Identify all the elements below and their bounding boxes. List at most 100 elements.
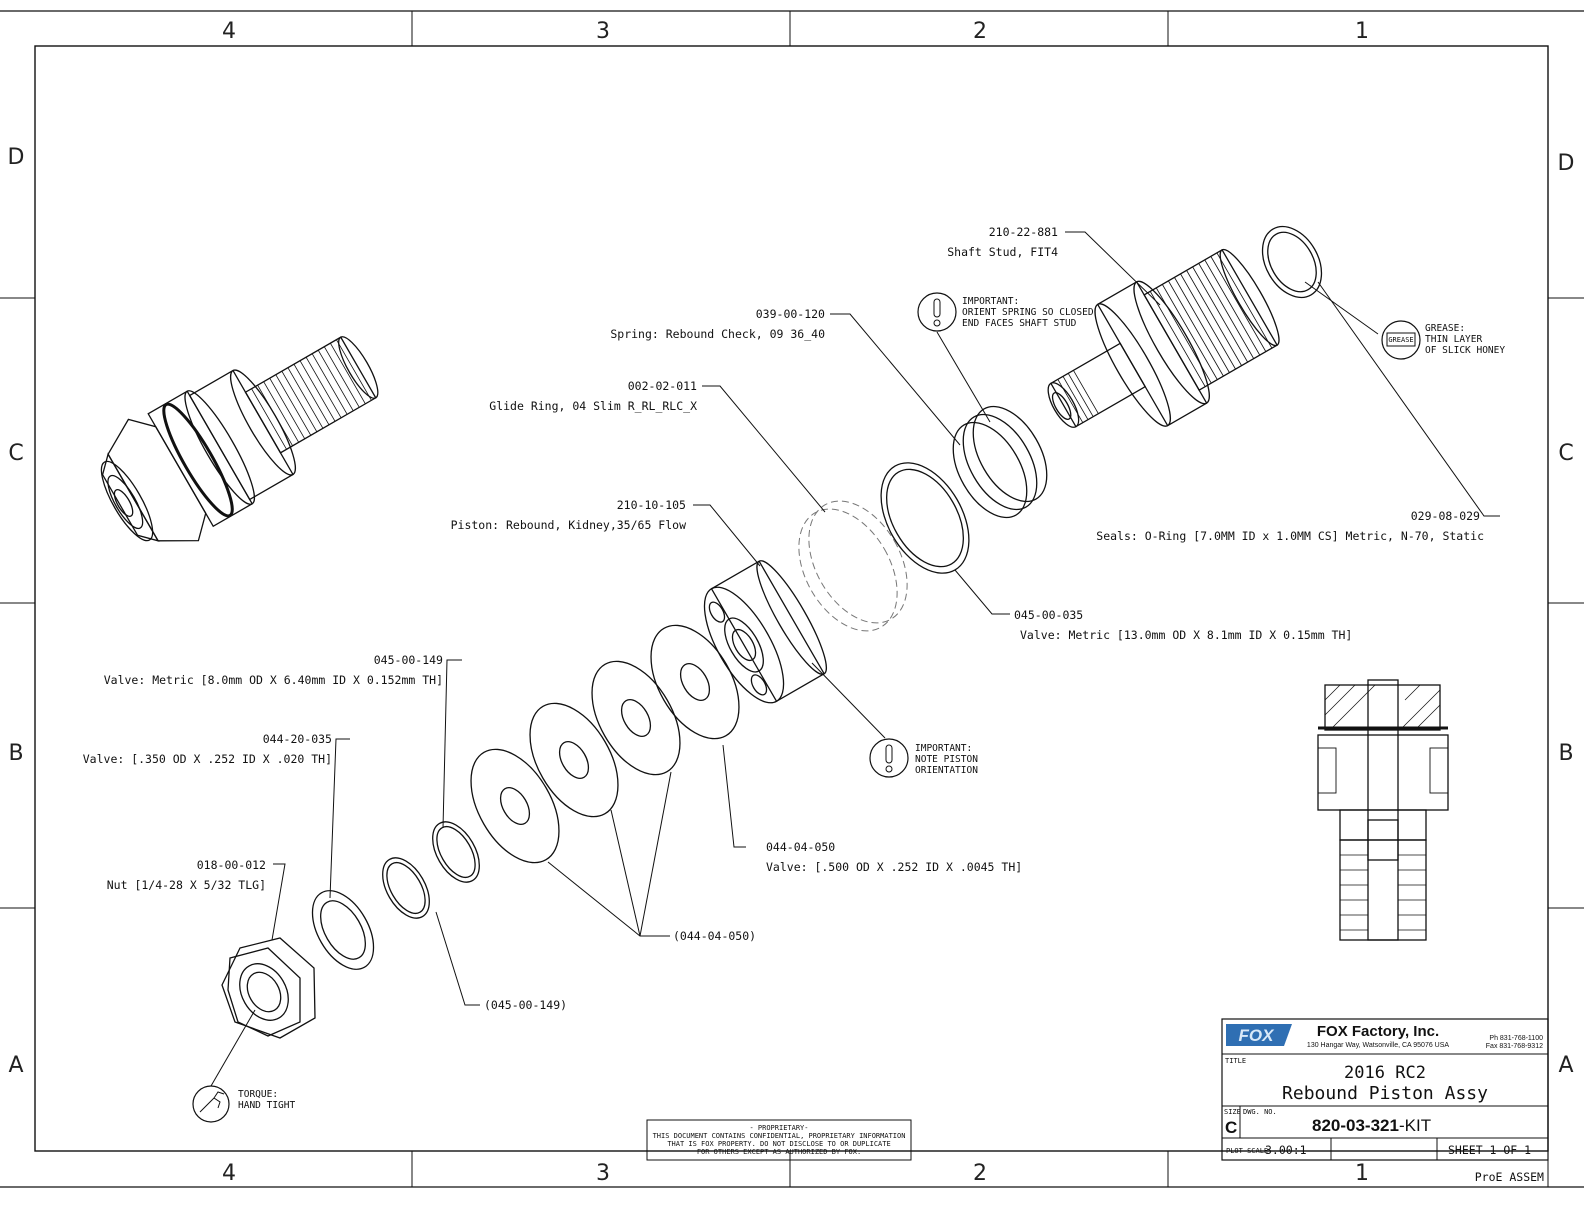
part-number: 002-02-011 <box>628 379 697 393</box>
zone-row-right: A <box>1558 1053 1573 1078</box>
company-name: FOX Factory, Inc. <box>1317 1023 1439 1040</box>
note-torque: TORQUE: HAND TIGHT <box>192 1085 295 1123</box>
grease-icon <box>1381 320 1421 360</box>
svg-text:NOTE PISTON: NOTE PISTON <box>915 754 978 765</box>
valve-350-part <box>311 890 375 970</box>
sheet-number: SHEET 1 OF 1 <box>1448 1143 1531 1157</box>
part-number: 039-00-120 <box>756 307 825 321</box>
svg-text:IMPORTANT:: IMPORTANT: <box>962 296 1019 307</box>
part-description: Valve: Metric [13.0mm OD X 8.1mm ID X 0.… <box>1020 628 1352 642</box>
warning-icon <box>917 292 957 332</box>
zone-row-right: C <box>1558 441 1573 466</box>
footer-note: ProE ASSEM <box>1475 1170 1544 1184</box>
part-number: 210-10-105 <box>617 498 686 512</box>
svg-text:FOX: FOX <box>1239 1026 1276 1045</box>
callout-valve-350: 044-20-035 Valve: [.350 OD X .252 ID X .… <box>83 732 332 766</box>
glide-ring-part <box>798 500 908 632</box>
title-label: TITLE <box>1225 1057 1246 1065</box>
part-description: Valve: Metric [8.0mm OD X 6.40mm ID X 0.… <box>104 673 443 687</box>
zone-row-left: B <box>8 741 23 766</box>
svg-text:ORIENT SPRING SO CLOSED: ORIENT SPRING SO CLOSED <box>962 307 1094 318</box>
part-description: Shaft Stud, FIT4 <box>947 245 1058 259</box>
svg-text:IMPORTANT:: IMPORTANT: <box>915 743 972 754</box>
dwg-label: DWG. NO. <box>1243 1108 1277 1116</box>
zone-col-top: 1 <box>1355 19 1369 44</box>
zone-row-left: C <box>8 441 23 466</box>
dwg-number: 820-03-321-KIT <box>1312 1116 1431 1135</box>
zone-col-top: 4 <box>222 19 236 44</box>
zone-col-bottom: 2 <box>973 1161 987 1186</box>
svg-text:THAT IS FOX PROPERTY. DO NOT: THAT IS FOX PROPERTY. DO NOT DISCLOSE TO… <box>667 1140 890 1148</box>
zone-col-bottom: 1 <box>1355 1161 1369 1186</box>
zone-col-top: 3 <box>596 19 610 44</box>
part-description: Seals: O-Ring [7.0MM ID x 1.0MM CS] Metr… <box>1096 529 1484 543</box>
valve-500-stack <box>470 624 740 864</box>
company-address: 130 Hangar Way, Watsonville, CA 95076 US… <box>1307 1042 1449 1049</box>
callout-oring: 029-08-029 Seals: O-Ring [7.0MM ID x 1.0… <box>1096 509 1484 543</box>
zone-col-bottom: 4 <box>222 1161 236 1186</box>
svg-text:TORQUE:: TORQUE: <box>238 1089 278 1100</box>
title-line-2: Rebound Piston Assy <box>1282 1083 1488 1104</box>
callout-nut: 018-00-012 Nut [1/4-28 X 5/32 TLG] <box>107 858 266 892</box>
note-piston-orientation: IMPORTANT: NOTE PISTON ORIENTATION <box>869 738 978 778</box>
part-description: Valve: [.500 OD X .252 ID X .0045 TH] <box>766 860 1022 874</box>
drawing-border <box>0 10 1584 1188</box>
part-description: Nut [1/4-28 X 5/32 TLG] <box>107 878 266 892</box>
shaft-stud-part <box>1047 248 1280 428</box>
part-number: 029-08-029 <box>1411 509 1480 523</box>
part-description: Piston: Rebound, Kidney,35/65 Flow <box>451 518 686 532</box>
zone-row-right: D <box>1558 151 1575 176</box>
svg-text:GREASE: GREASE <box>1388 336 1413 344</box>
svg-text:THIN LAYER: THIN LAYER <box>1425 334 1482 345</box>
proprietary-notice: - PROPRIETARY- THIS DOCUMENT CONTAINS CO… <box>646 1119 912 1161</box>
part-number: 045-00-035 <box>1014 608 1083 622</box>
callout-valve-8: 045-00-149 Valve: Metric [8.0mm OD X 6.4… <box>104 653 443 687</box>
callout-valve-13: 045-00-035 Valve: Metric [13.0mm OD X 8.… <box>1014 608 1352 642</box>
part-number: 044-20-035 <box>263 732 332 746</box>
svg-text:OF SLICK HONEY: OF SLICK HONEY <box>1425 345 1505 356</box>
wrench-icon <box>192 1085 230 1123</box>
valve-8-part <box>382 821 480 919</box>
part-description: Spring: Rebound Check, 09 36_40 <box>610 327 825 341</box>
part-number: 044-04-050 <box>766 840 835 854</box>
zone-labels: 4 3 2 1 4 3 2 1 D C B A D C B A <box>8 19 1575 1186</box>
size-label: SIZE <box>1224 1108 1241 1116</box>
company-fax: Fax 831-768-9312 <box>1486 1043 1543 1050</box>
zone-row-left: D <box>8 145 25 170</box>
fox-logo: FOX <box>1226 1024 1292 1046</box>
spring-part <box>952 405 1048 519</box>
size-value: C <box>1225 1118 1237 1137</box>
svg-text:ORIENTATION: ORIENTATION <box>915 765 978 776</box>
note-spring-orientation: IMPORTANT: ORIENT SPRING SO CLOSED END F… <box>917 292 1094 332</box>
oring-part <box>1261 225 1323 299</box>
svg-text:END FACES SHAFT STUD: END FACES SHAFT STUD <box>962 318 1077 329</box>
callout-shaft-stud: 210-22-881 Shaft Stud, FIT4 <box>947 225 1058 259</box>
callout-spring: 039-00-120 Spring: Rebound Check, 09 36_… <box>610 307 825 341</box>
svg-text:HAND TIGHT: HAND TIGHT <box>238 1100 295 1111</box>
callout-valve-500: 044-04-050 Valve: [.500 OD X .252 ID X .… <box>766 840 1022 874</box>
warning-icon <box>869 738 909 778</box>
zone-col-bottom: 3 <box>596 1161 610 1186</box>
svg-text:GREASE:: GREASE: <box>1425 323 1465 334</box>
title-line-1: 2016 RC2 <box>1344 1063 1426 1083</box>
part-number: 018-00-012 <box>197 858 266 872</box>
callout-piston: 210-10-105 Piston: Rebound, Kidney,35/65… <box>451 498 686 532</box>
plot-scale-value: 3.00:1 <box>1265 1143 1307 1157</box>
title-block: FOX FOX Factory, Inc. 130 Hangar Way, Wa… <box>1221 1018 1549 1187</box>
part-number: 045-00-149 <box>374 653 443 667</box>
oring-part <box>1267 231 1317 293</box>
section-view <box>1317 679 1449 941</box>
plot-scale-label: PLOT SCALE <box>1226 1147 1268 1155</box>
valve-13-part <box>880 462 970 574</box>
svg-text:THIS DOCUMENT CONTAINS CONFIDE: THIS DOCUMENT CONTAINS CONFIDENTIAL, PRO… <box>653 1132 906 1140</box>
exploded-view <box>221 225 1323 1039</box>
svg-text:- PROPRIETARY-: - PROPRIETARY- <box>749 1124 808 1132</box>
part-number: 210-22-881 <box>989 225 1058 239</box>
callout-glide-ring: 002-02-011 Glide Ring, 04 Slim R_RL_RLC_… <box>489 379 697 413</box>
zone-row-left: A <box>8 1053 23 1078</box>
note-grease: GREASE GREASE: THIN LAYER OF SLICK HONEY <box>1381 320 1505 360</box>
reference-valve-500: (044-04-050) <box>673 929 756 943</box>
nut-part <box>221 937 316 1039</box>
svg-text:FOR OTHERS EXCEPT AS AUTHORIZE: FOR OTHERS EXCEPT AS AUTHORIZED BY FOX. <box>697 1148 861 1156</box>
